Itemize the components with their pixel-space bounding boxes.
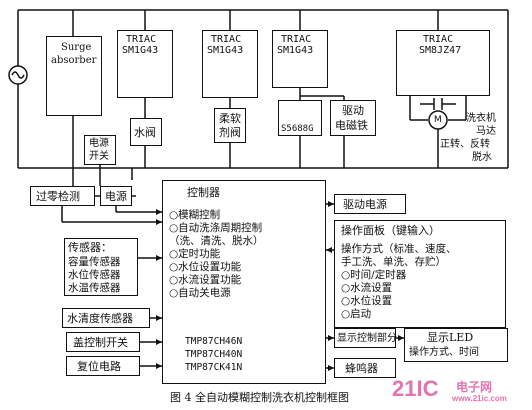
surge-absorber-subtitle: absorber <box>51 55 97 66</box>
operation-panel-line: ○水位设置 <box>341 295 393 307</box>
power-switch-label-1: 电源 <box>89 138 109 149</box>
surge-absorber-box: Surge absorber <box>46 36 102 116</box>
softener-valve-label-1: 柔软 <box>219 112 241 125</box>
controller-function: ○水流设置功能 <box>169 274 242 286</box>
operation-panel-line: ○启动 <box>341 308 372 320</box>
water-valve-label: 水阀 <box>134 126 156 139</box>
triac-1-box: TRIAC SM1G43 <box>117 30 173 98</box>
operation-panel-line: ○时间/定时器 <box>341 269 407 281</box>
drive-power-label: 驱动电源 <box>343 198 387 211</box>
triac-1-model: SM1G43 <box>122 45 159 56</box>
figure-caption: 图 4 全自动模糊控制洗衣机控制框图 <box>170 391 349 404</box>
triac-3-label: TRIAC <box>281 34 312 45</box>
buzzer-box: 蜂鸣器 <box>334 358 396 378</box>
display-led-line: 操作方式、时间 <box>409 347 479 358</box>
drive-magnet-label-2: 电磁铁 <box>335 119 368 132</box>
operation-panel-line: ○水流设置 <box>341 282 393 294</box>
motor-symbol: M <box>434 115 442 125</box>
softener-valve-box: 柔软 剂阀 <box>214 108 246 143</box>
controller-chip: TMP87CK41N <box>185 362 243 373</box>
display-led-box: 显示LED 操作方式、时间 <box>404 328 508 362</box>
buzzer-label: 蜂鸣器 <box>345 362 378 375</box>
display-led-title: 显示LED <box>427 331 474 344</box>
triac-1-label: TRIAC <box>126 34 157 45</box>
motor-label-2: 马达 <box>476 126 496 137</box>
surge-absorber-title: Surge <box>61 42 92 53</box>
drive-power-box: 驱动电源 <box>334 194 406 214</box>
turbidity-sensor-box: 水清度传感器 <box>62 308 150 328</box>
controller-box: 控制器 ○模糊控制 ○自动洗涤周期控制 （洗、清洗、脱水） ○定时功能 ○水位设… <box>162 180 326 384</box>
reset-circuit-label: 复位电路 <box>77 360 121 373</box>
controller-function: （洗、清洗、脱水） <box>169 235 264 247</box>
triac-2-model: SM1G43 <box>207 45 244 56</box>
sensor-item: 水位传感器 <box>68 269 121 281</box>
triac-2-label: TRIAC <box>211 34 242 45</box>
motor-label-3: 正转、反转 <box>440 139 490 150</box>
controller-functions: ○模糊控制 ○自动洗涤周期控制 （洗、清洗、脱水） ○定时功能 ○水位设置功能 … <box>169 209 264 300</box>
water-valve-box: 水阀 <box>130 118 162 146</box>
triac-4-model: SM8JZ47 <box>419 45 462 56</box>
drive-magnet-box: 驱动 电磁铁 <box>330 100 376 136</box>
watermark-logo: 21IC <box>392 376 439 401</box>
power-switch-box: 电源 开关 <box>84 135 116 165</box>
operation-panel-line: 手工洗、单洗、存贮） <box>341 256 446 268</box>
power-supply-label: 电源 <box>105 190 127 203</box>
power-supply-box: 电源 <box>100 186 132 206</box>
controller-chips: TMP87CH46N TMP87CH40N TMP87CK41N <box>185 335 242 374</box>
display-control-box: 显示控制部分 <box>334 328 397 348</box>
triac-4-label: TRIAC <box>423 34 454 45</box>
turbidity-sensor-label: 水清度传感器 <box>67 312 133 325</box>
operation-panel-lines: 操作方式（标准、速度、 手工洗、单洗、存贮） ○时间/定时器 ○水流设置 ○水位… <box>341 243 457 321</box>
motor-label-4: 脱水 <box>472 152 492 163</box>
watermark-site-cn: 电子网 <box>456 380 493 394</box>
reset-circuit-box: 复位电路 <box>66 356 140 376</box>
sensors-list: 容量传感器 水位传感器 水温传感器 <box>68 256 121 295</box>
triac-3-box: TRIAC SM1G43 <box>272 30 328 88</box>
controller-chip: TMP87CH46N <box>185 336 243 347</box>
sensors-title: 传感器： <box>68 241 112 254</box>
power-switch-label-2: 开关 <box>89 151 109 162</box>
motor-label-1: 洗衣机 <box>466 113 496 124</box>
controller-title: 控制器 <box>187 186 220 199</box>
triac-4-box: TRIAC SM8JZ47 <box>396 30 490 96</box>
controller-function: ○自动关电源 <box>169 287 231 299</box>
operation-panel-box: 操作面板（键输入） 操作方式（标准、速度、 手工洗、单洗、存贮） ○时间/定时器… <box>334 220 506 328</box>
operation-panel-title: 操作面板（键输入） <box>341 224 440 237</box>
display-control-label: 显示控制部分 <box>337 333 397 344</box>
lid-switch-label: 盖控制开关 <box>73 336 128 349</box>
operation-panel-line: 操作方式（标准、速度、 <box>341 243 457 255</box>
controller-function: ○模糊控制 <box>169 209 221 221</box>
sensor-item: 容量传感器 <box>68 256 121 268</box>
zero-cross-label: 过零检测 <box>36 190 80 203</box>
drive-magnet-label-1: 驱动 <box>342 104 364 117</box>
diode-box: S5688G <box>278 100 322 136</box>
controller-function: ○水位设置功能 <box>169 261 242 273</box>
diode-label: S5688G <box>281 124 314 134</box>
controller-function: ○定时功能 <box>169 248 221 260</box>
triac-3-model: SM1G43 <box>277 45 314 56</box>
lid-switch-box: 盖控制开关 <box>66 332 140 352</box>
sensors-box: 传感器： 容量传感器 水位传感器 水温传感器 <box>64 238 138 296</box>
zero-cross-box: 过零检测 <box>30 186 95 206</box>
controller-chip: TMP87CH40N <box>185 349 243 360</box>
watermark-url: www.21ic.com <box>452 394 507 403</box>
softener-valve-label-2: 剂阀 <box>219 126 241 139</box>
controller-function: ○自动洗涤周期控制 <box>169 222 263 234</box>
sensor-item: 水温传感器 <box>68 282 121 294</box>
triac-2-box: TRIAC SM1G43 <box>202 30 258 98</box>
